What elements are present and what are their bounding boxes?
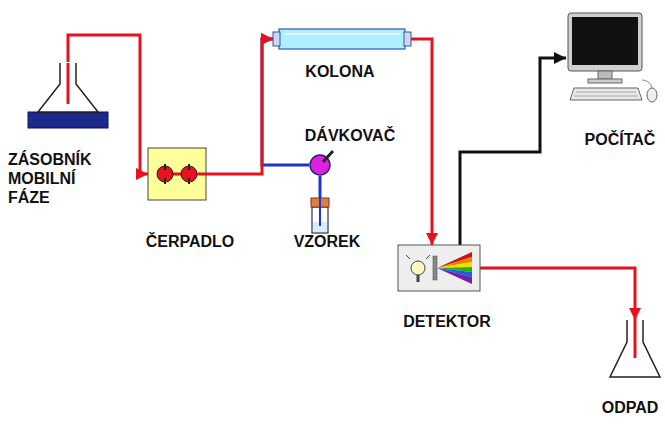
computer-icon bbox=[568, 13, 657, 102]
flow-line bbox=[480, 268, 635, 320]
column-node: KOLONA bbox=[273, 28, 411, 50]
component-label: ODPAD bbox=[602, 398, 659, 417]
component-label: ZÁSOBNÍK MOBILNÍ FÁZE bbox=[8, 150, 118, 207]
flow-line bbox=[206, 39, 273, 174]
waste-node: ODPAD bbox=[608, 320, 662, 378]
reservoir-flask bbox=[28, 63, 108, 128]
flow-line bbox=[411, 39, 432, 245]
component-label: VZOREK bbox=[294, 232, 361, 251]
detector-box bbox=[398, 245, 480, 291]
injection-line bbox=[262, 39, 309, 165]
component-label: POČÍTAČ bbox=[585, 130, 656, 149]
signal-line bbox=[460, 58, 566, 245]
component-label: ČERPADLO bbox=[146, 232, 235, 251]
reservoir-node: ZÁSOBNÍK MOBILNÍ FÁZE bbox=[28, 62, 108, 128]
sample-node: VZOREK bbox=[311, 198, 329, 233]
computer-node: POČÍTAČ bbox=[566, 12, 660, 104]
injector-valve bbox=[310, 151, 333, 175]
component-label: DETEKTOR bbox=[403, 312, 491, 331]
detector-node: DETEKTOR bbox=[398, 245, 480, 291]
pump-node: ČERPADLO bbox=[148, 148, 206, 200]
injector-node: DÁVKOVAČ bbox=[309, 154, 331, 176]
component-label: DÁVKOVAČ bbox=[305, 126, 395, 145]
sample-line bbox=[319, 176, 322, 198]
sample-vial bbox=[311, 198, 329, 233]
column-tube bbox=[273, 29, 411, 49]
component-label: KOLONA bbox=[305, 62, 374, 81]
waste-flask bbox=[610, 320, 660, 377]
pump-symbol bbox=[148, 148, 206, 200]
